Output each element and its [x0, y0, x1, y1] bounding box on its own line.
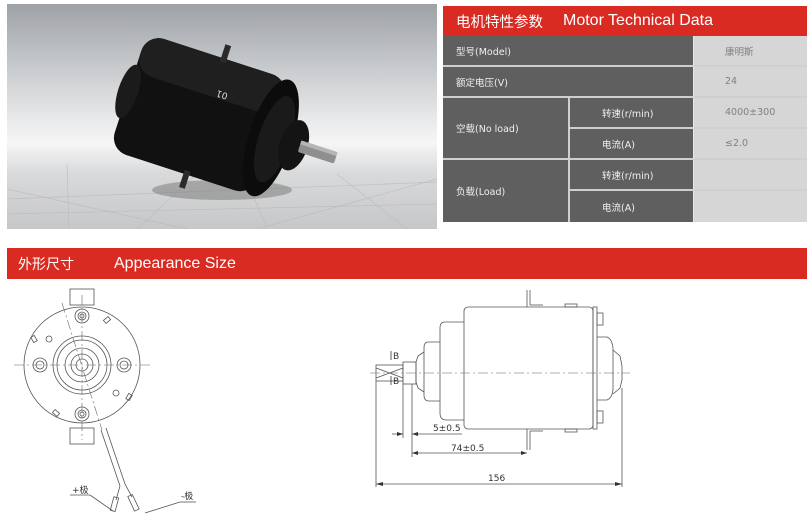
side-view-drawing	[375, 290, 623, 487]
dim-overall-length: 156	[488, 474, 505, 484]
motor-photo: 01	[7, 4, 437, 229]
load-speed-label: 转速(r/min)	[568, 160, 693, 191]
section-mark-top: B	[393, 352, 399, 362]
load-current-value	[693, 191, 807, 222]
no-load-speed-value: 4000±300	[693, 98, 807, 129]
appearance-title-en: Appearance Size	[114, 254, 236, 272]
appearance-title-cn: 外形尺寸	[18, 256, 74, 273]
spec-title-en: Motor Technical Data	[563, 12, 713, 29]
section-mark-bottom: B	[393, 377, 399, 387]
dim-shaft-flat: 5±0.5	[433, 424, 461, 434]
svg-text:01: 01	[215, 87, 229, 100]
plus-terminal-label: +极	[72, 484, 89, 496]
minus-terminal-label: -极	[181, 490, 193, 502]
front-view-drawing	[23, 288, 196, 514]
model-label: 型号(Model)	[443, 36, 693, 67]
no-load-current-label: 电流(A)	[568, 129, 693, 160]
voltage-label: 额定电压(V)	[443, 67, 693, 98]
no-load-current-value: ≤2.0	[693, 129, 807, 160]
appearance-size-header: 外形尺寸 Appearance Size	[7, 248, 807, 279]
spec-rows: 型号(Model) 康明斯 额定电压(V) 24 空载(No load) 转速(…	[443, 36, 807, 222]
load-speed-value	[693, 160, 807, 191]
voltage-value: 24	[693, 67, 807, 98]
dim-mount-offset: 74±0.5	[451, 444, 484, 454]
load-label: 负载(Load)	[443, 160, 568, 222]
no-load-speed-label: 转速(r/min)	[568, 98, 693, 129]
load-current-label: 电流(A)	[568, 191, 693, 222]
spec-table-header: 电机特性参数 Motor Technical Data	[443, 6, 807, 36]
model-value: 康明斯	[693, 36, 807, 67]
spec-title-cn: 电机特性参数	[456, 14, 543, 31]
no-load-label: 空载(No load)	[443, 98, 568, 160]
dimension-arrows	[376, 432, 622, 486]
technical-drawing: +极 -极	[14, 288, 630, 514]
motor-spec-table: 电机特性参数 Motor Technical Data 型号(Model) 康明…	[443, 6, 807, 222]
motor-illustration: 01	[7, 38, 437, 229]
